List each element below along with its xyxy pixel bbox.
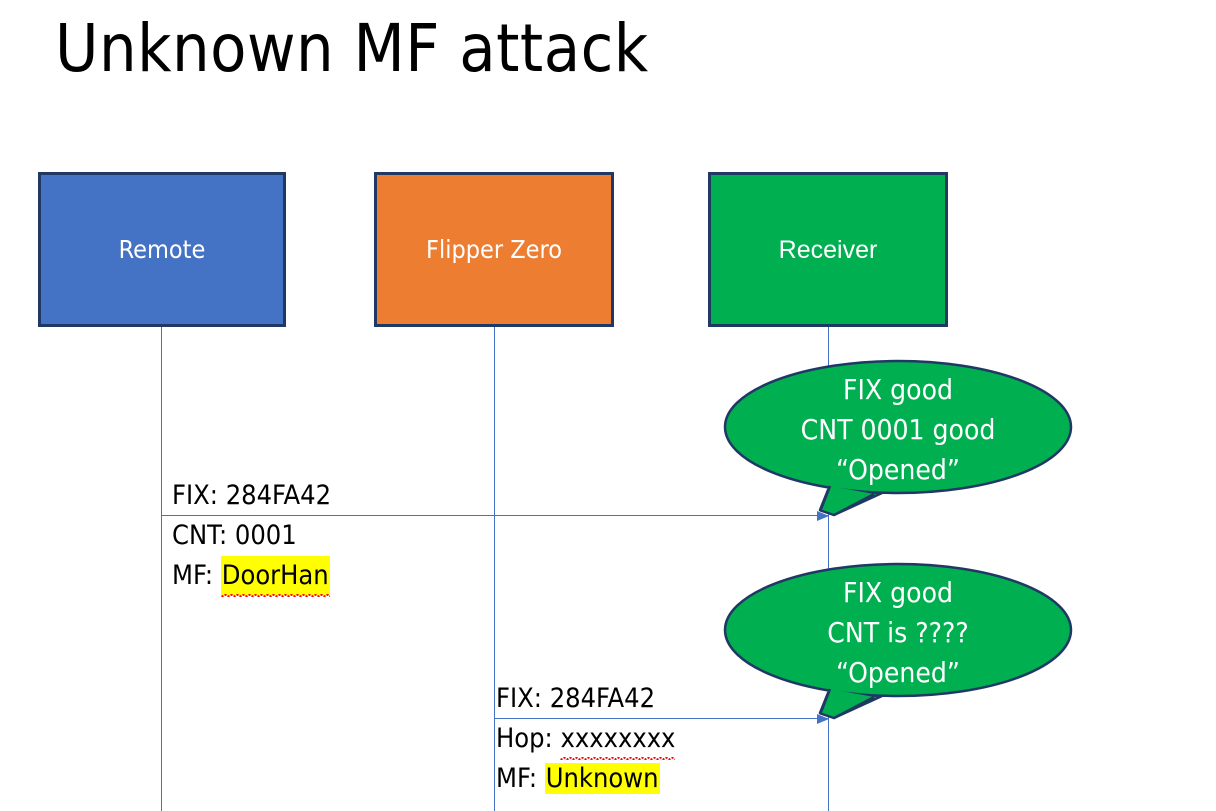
message-line: Hop: xxxxxxxx (496, 719, 675, 760)
actor-box-receiver[interactable]: Receiver (708, 172, 948, 327)
speech-bubble-shape (723, 359, 1073, 517)
message-line: MF: DoorHan (172, 556, 331, 597)
message-line-label: Hop: (496, 723, 553, 754)
message-line-value: 0001 (234, 520, 297, 551)
actor-box-flipper[interactable]: Flipper Zero (374, 172, 614, 327)
message-line: FIX: 284FA42 (496, 679, 675, 719)
message-line-value: 284FA42 (549, 683, 656, 714)
message-text-remote-to-receiver: FIX: 284FA42 CNT: 0001 MF: DoorHan (172, 476, 331, 597)
message-line: MF: Unknown (496, 759, 675, 799)
actor-label-remote: Remote (118, 234, 206, 264)
lifeline-flipper (494, 327, 495, 811)
message-line-label: MF: (496, 763, 538, 794)
message-arrow-flipper-to-receiver (494, 713, 829, 724)
message-arrow-remote-to-receiver (161, 510, 829, 521)
page-title: Unknown MF attack (55, 10, 649, 87)
actor-box-remote[interactable]: Remote (38, 172, 286, 327)
actor-label-receiver: Receiver (778, 235, 878, 264)
speech-bubble-receiver-2[interactable]: FIX good CNT is ???? “Opened” (723, 562, 1073, 720)
message-text-flipper-to-receiver: FIX: 284FA42 Hop: xxxxxxxx MF: Unknown (496, 679, 675, 799)
message-line: CNT: 0001 (172, 516, 331, 556)
message-line-label: FIX: (172, 480, 218, 511)
lifeline-remote (161, 327, 162, 811)
speech-bubble-receiver-1[interactable]: FIX good CNT 0001 good “Opened” (723, 359, 1073, 517)
actor-label-flipper: Flipper Zero (426, 234, 562, 264)
message-line-value-misspelled: xxxxxxxx (560, 719, 675, 760)
speech-bubble-shape (723, 562, 1073, 720)
message-line-label: FIX: (496, 683, 542, 714)
message-line-value-highlighted: Unknown (544, 763, 660, 794)
message-line-value: 284FA42 (225, 480, 332, 511)
message-line: FIX: 284FA42 (172, 476, 331, 516)
message-line-label: MF: (172, 560, 214, 591)
message-line-label: CNT: (172, 520, 228, 551)
message-line-value-highlighted: DoorHan (220, 556, 330, 597)
